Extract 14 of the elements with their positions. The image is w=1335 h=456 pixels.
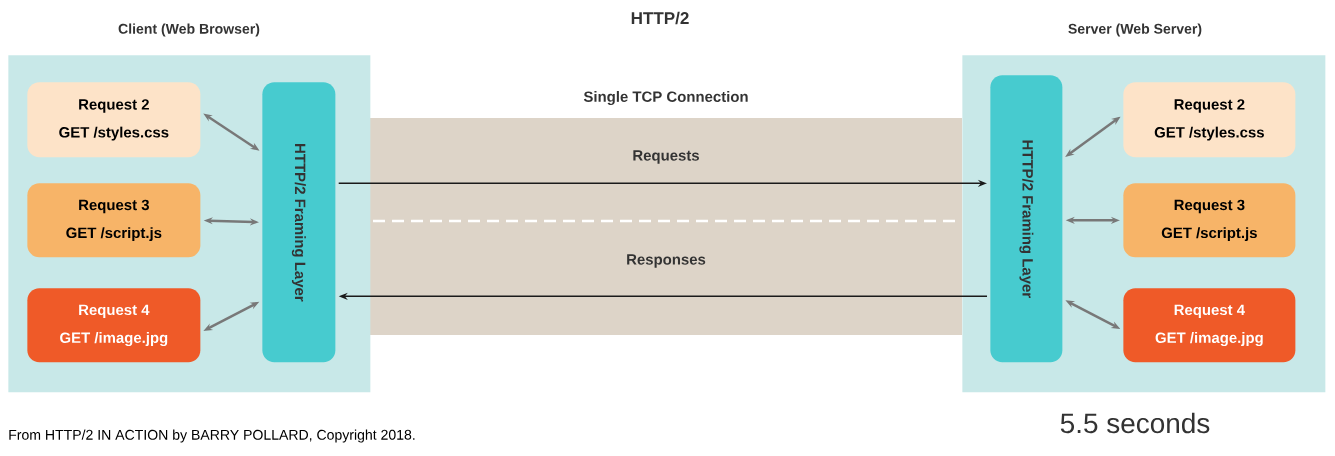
- panel-heading: Server (Web Server): [1068, 23, 1202, 37]
- band-heading: Single TCP Connection: [583, 91, 748, 105]
- title: HTTP/2: [631, 11, 689, 25]
- request-box: Request 4 GET /image.jpg: [1123, 288, 1296, 363]
- request-box: Request 2 GET /styles.css: [27, 82, 201, 158]
- timing-label: 5.5 seconds: [1060, 412, 1210, 434]
- request-box: Request 2 GET /styles.css: [1123, 82, 1296, 158]
- request-box: Request 3 GET /script.js: [1123, 183, 1296, 258]
- request-box: Request 4 GET /image.jpg: [27, 288, 201, 363]
- panel-heading: Client (Web Browser): [118, 23, 260, 37]
- request-box: Request 3 GET /script.js: [27, 183, 201, 258]
- framing-layer-bar: HTTP/2 Framing Layer: [262, 82, 336, 363]
- caption: From HTTP/2 IN ACTION by BARRY POLLARD, Copyright 2018.: [9, 429, 415, 443]
- framing-layer-bar: HTTP/2 Framing Layer: [990, 75, 1063, 363]
